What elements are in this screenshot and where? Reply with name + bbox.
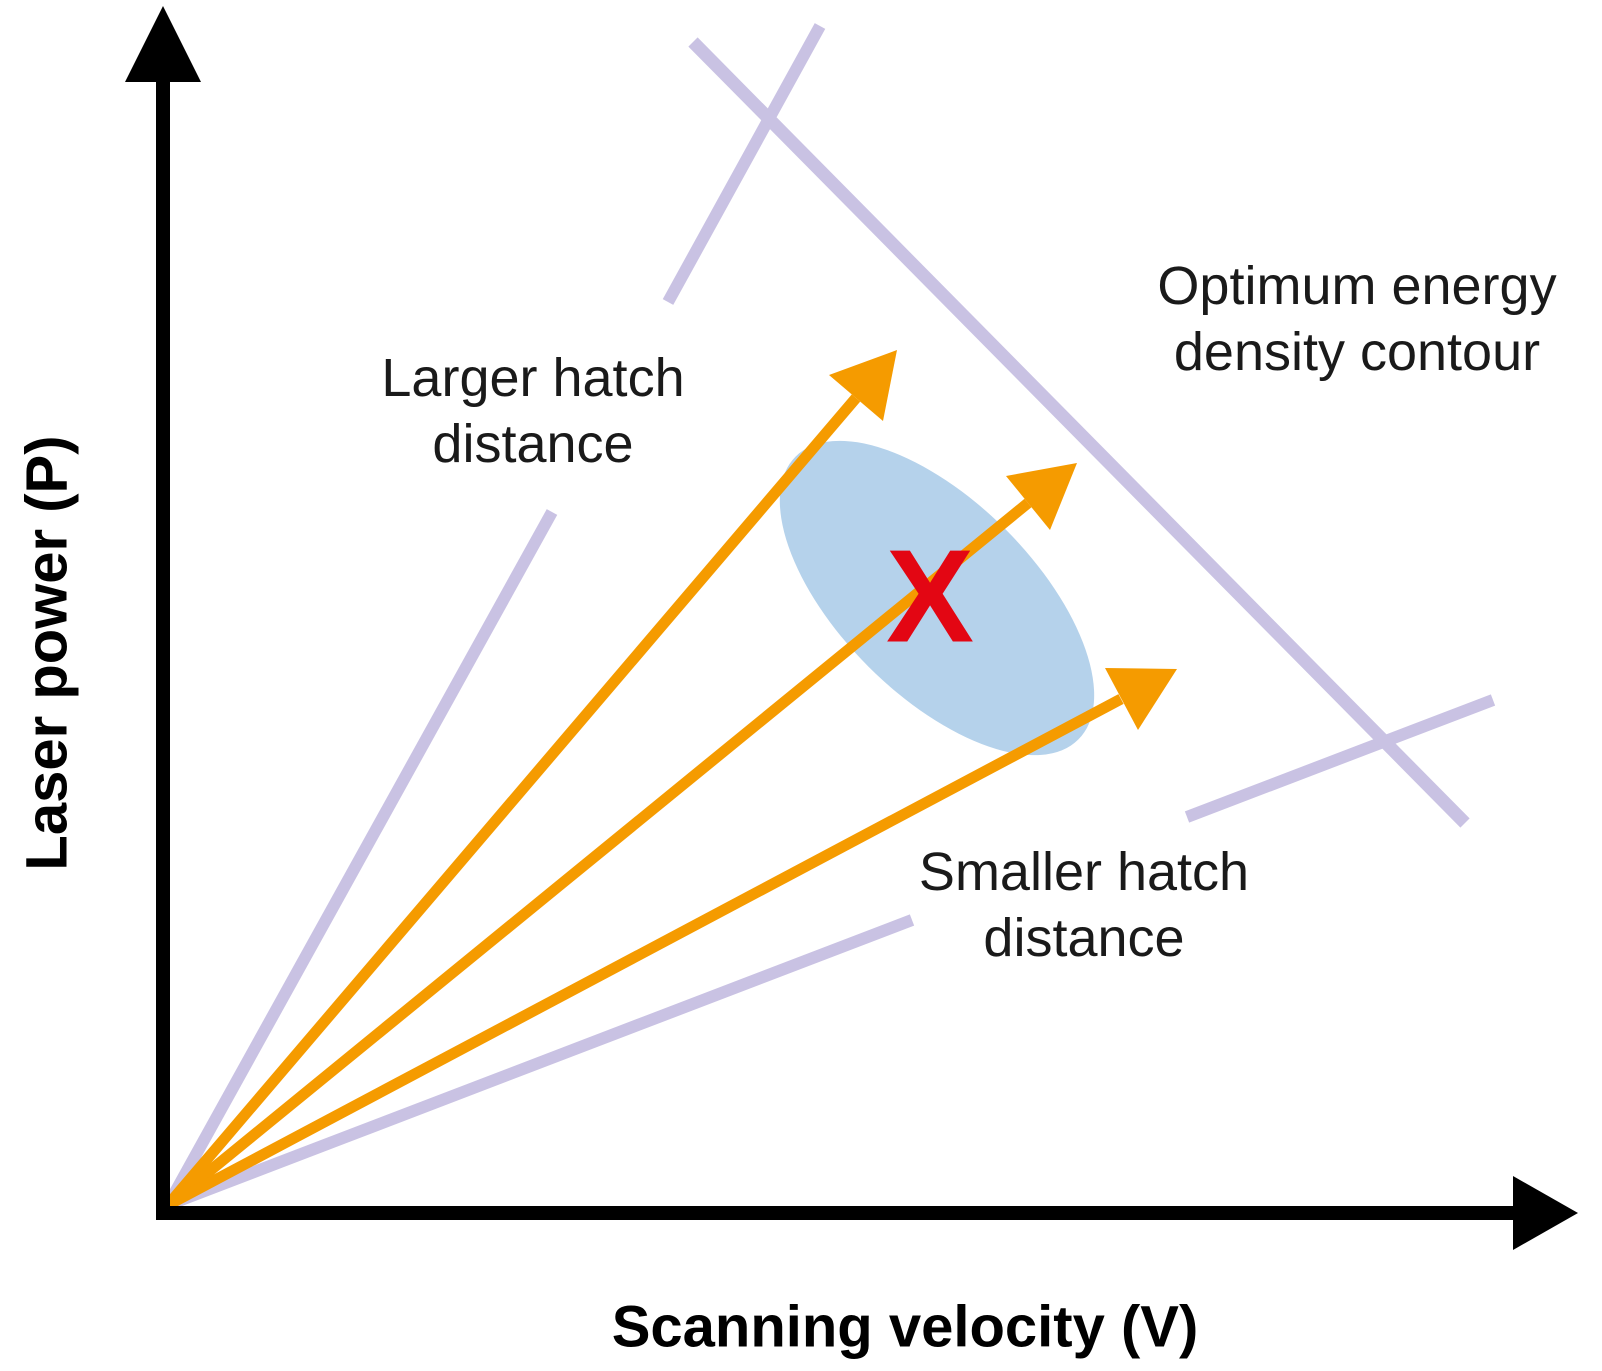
larger-hatch-distance-label-line2: distance <box>432 414 634 474</box>
orange-ray-steep <box>163 394 861 1209</box>
y-axis-arrowhead-icon <box>125 6 201 82</box>
x-axis <box>156 1176 1578 1250</box>
process-parameter-rays <box>163 350 1177 1210</box>
x-axis-label: Scanning velocity (V) <box>611 1294 1199 1360</box>
smaller-hatch-distance-label-line1: Smaller hatch <box>918 842 1250 903</box>
hatch-boundary-lines <box>162 23 1496 1211</box>
y-axis <box>125 6 201 1220</box>
larger-hatch-distance-label: Larger hatch distance <box>381 346 684 478</box>
larger-hatch-line-lower-segment <box>162 509 558 1208</box>
orange-ray-shallow <box>165 694 1124 1210</box>
larger-hatch-distance-label-line1: Larger hatch <box>381 348 685 409</box>
smaller-hatch-line-lower-segment <box>165 914 915 1211</box>
optimum-window-ellipse <box>779 440 1095 756</box>
y-axis-label: Laser power (P) <box>14 435 80 871</box>
larger-hatch-line-upper-segment <box>662 23 826 305</box>
orange-ray-middle-arrowhead-icon <box>1006 463 1077 530</box>
smaller-hatch-distance-label: Smaller hatch distance <box>919 840 1249 972</box>
x-axis-arrowhead-icon <box>1513 1176 1578 1250</box>
smaller-hatch-line-upper-segment <box>1184 694 1496 823</box>
orange-ray-shallow-arrowhead-icon <box>1105 668 1177 730</box>
optimum-energy-contour-label: Optimum energy density contour <box>1157 254 1556 386</box>
orange-ray-middle <box>164 498 1032 1210</box>
smaller-hatch-distance-label-line2: distance <box>983 908 1185 968</box>
optimum-energy-contour-line <box>688 37 1470 828</box>
optimum-energy-contour-label-line2: density contour <box>1173 322 1541 382</box>
optimum-point-x-marker: X <box>886 523 974 670</box>
orange-ray-steep-arrowhead-icon <box>829 350 897 421</box>
optimum-energy-contour-label-line1: Optimum energy <box>1157 256 1557 317</box>
